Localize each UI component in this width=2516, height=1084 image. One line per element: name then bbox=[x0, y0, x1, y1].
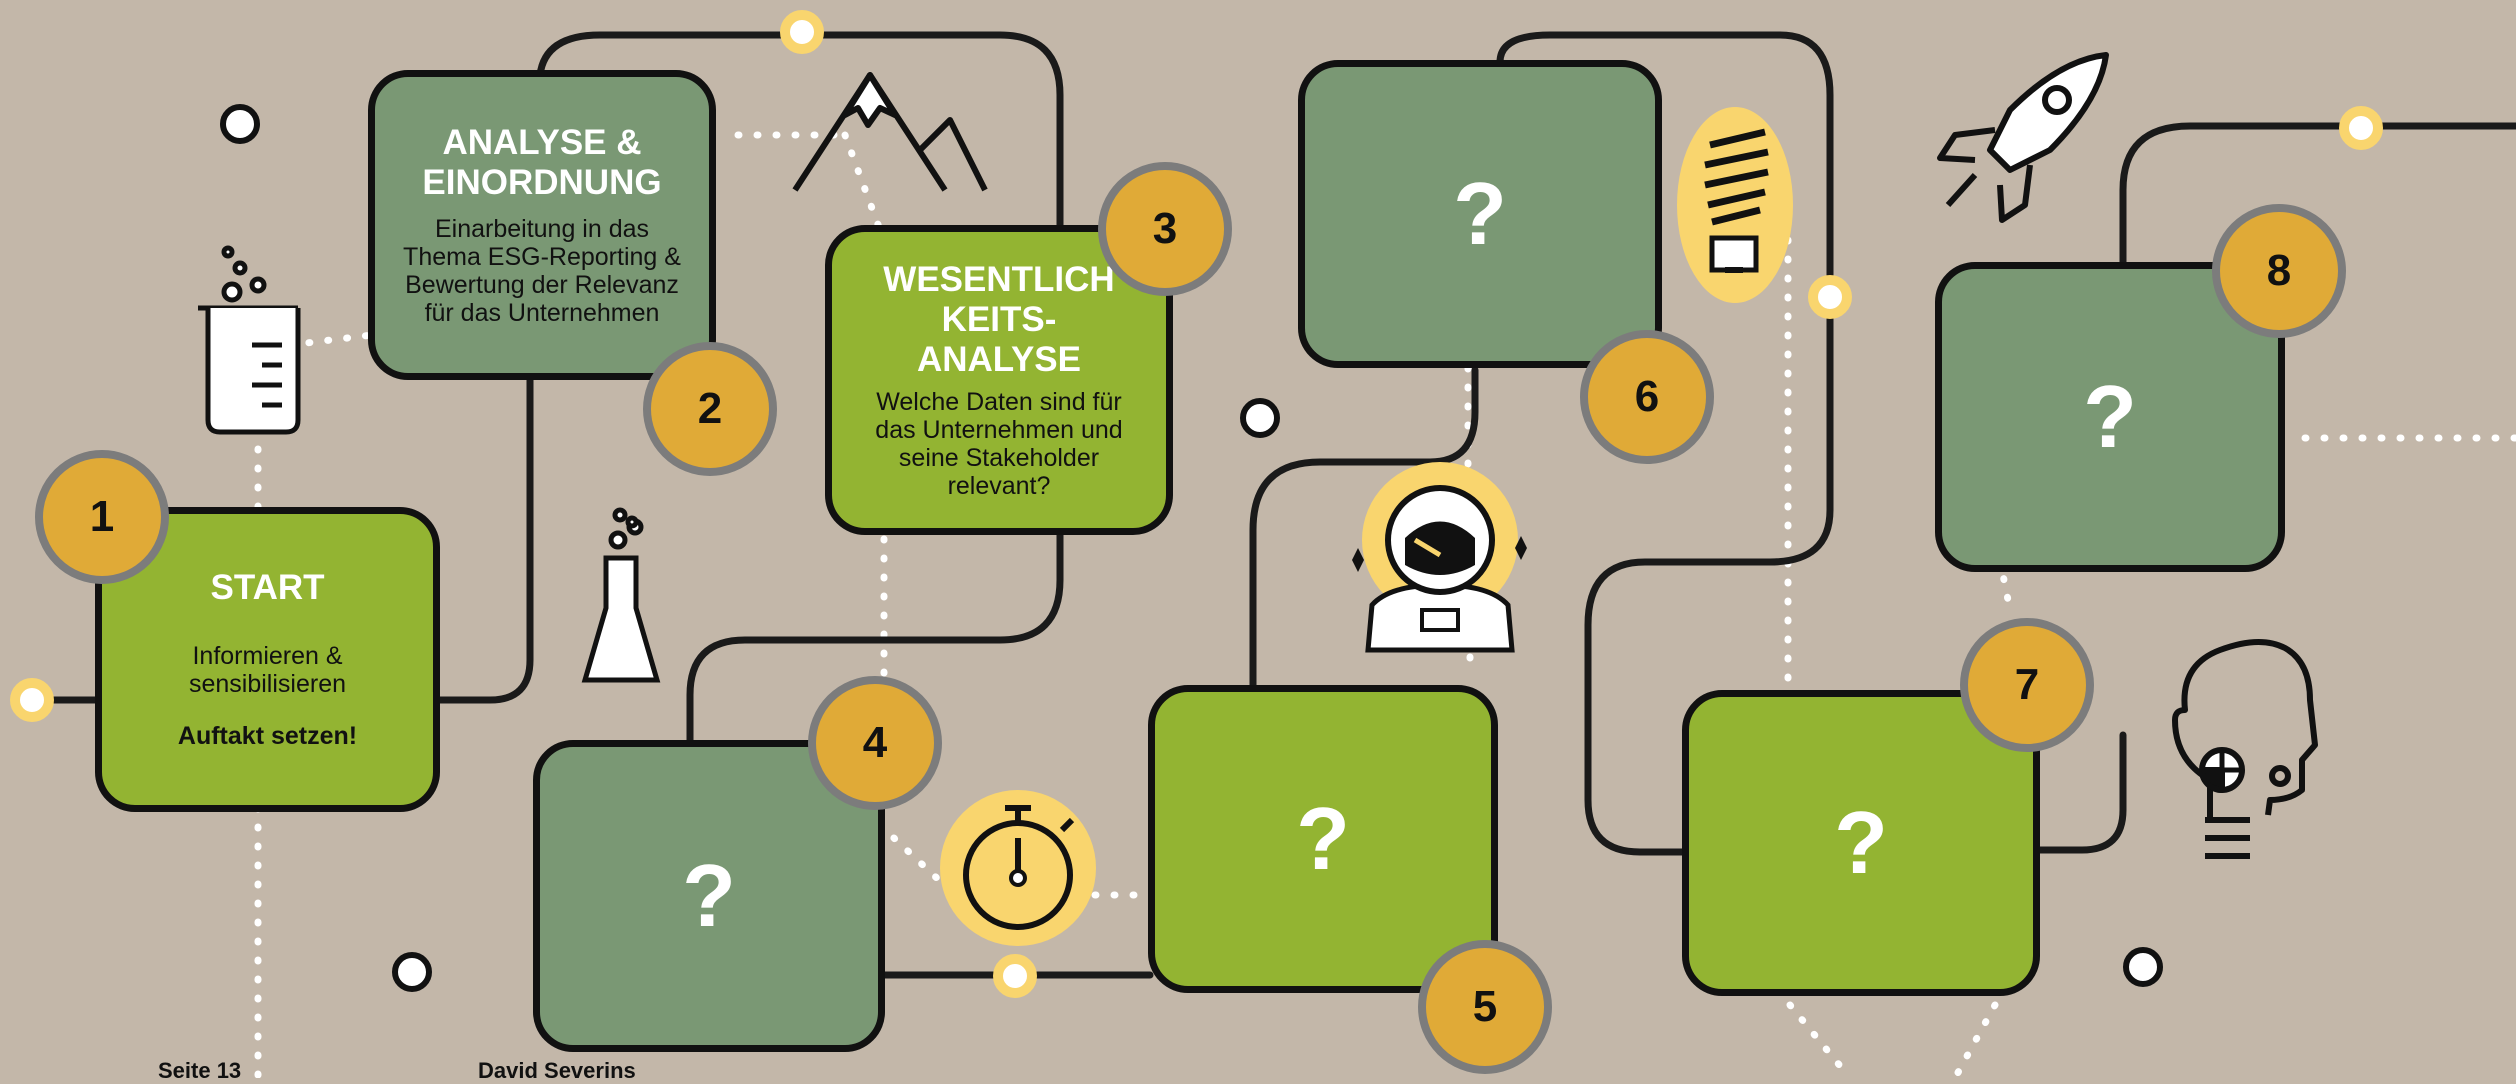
step-1-title: START bbox=[210, 568, 325, 607]
step-3-badge: 3 bbox=[1098, 162, 1232, 296]
step-3-title: WESENTLICH KEITS- ANALYSE bbox=[883, 260, 1115, 379]
step-7-title: ? bbox=[1834, 793, 1888, 892]
step-2-description: Einarbeitung in das Thema ESG-Reporting … bbox=[403, 215, 681, 327]
step-5-badge: 5 bbox=[1418, 940, 1552, 1074]
page-number: Seite 13 bbox=[158, 1058, 242, 1083]
step-4-card[interactable]: ? bbox=[533, 740, 885, 1052]
rocket-icon bbox=[1937, 52, 2109, 223]
step-2-card[interactable]: ANALYSE & EINORDNUNG Einarbeitung in das… bbox=[368, 70, 716, 380]
step-3-description: Welche Daten sind für das Unternehmen un… bbox=[875, 388, 1123, 500]
lightbulb-icon bbox=[1677, 107, 1793, 303]
step-5-title: ? bbox=[1296, 789, 1350, 888]
step-6-badge: 6 bbox=[1580, 330, 1714, 464]
step-1-card[interactable]: START Informieren & sensibilisieren Auft… bbox=[95, 507, 440, 812]
dotted-connectors bbox=[254, 131, 2516, 1078]
mountain-icon bbox=[792, 72, 988, 192]
step-8-title: ? bbox=[2083, 367, 2137, 466]
step-7-badge: 7 bbox=[1960, 618, 2094, 752]
head-brain-icon bbox=[2172, 638, 2318, 859]
step-2-badge: 2 bbox=[643, 342, 777, 476]
stopwatch-icon bbox=[940, 790, 1096, 946]
step-5-card[interactable]: ? bbox=[1148, 685, 1498, 993]
step-8-badge: 8 bbox=[2212, 204, 2346, 338]
step-7-card[interactable]: ? bbox=[1682, 690, 2040, 996]
step-4-title: ? bbox=[682, 846, 736, 945]
step-4-badge: 4 bbox=[808, 676, 942, 810]
flask-icon bbox=[581, 507, 661, 683]
step-1-badge: 1 bbox=[35, 450, 169, 584]
path-dots bbox=[220, 104, 2163, 992]
step-1-description: Informieren & sensibilisieren bbox=[188, 642, 347, 698]
step-3-card[interactable]: WESENTLICH KEITS- ANALYSE Welche Daten s… bbox=[825, 225, 1173, 535]
step-1-callout: Auftakt setzen! bbox=[177, 722, 358, 750]
path-lines bbox=[31, 31, 2516, 979]
step-2-title: ANALYSE & EINORDNUNG bbox=[422, 123, 662, 202]
astronaut-icon bbox=[1352, 462, 1527, 653]
yellow-path-dots bbox=[10, 10, 2383, 998]
author-name: David Severins bbox=[478, 1058, 636, 1083]
step-6-card[interactable]: ? bbox=[1298, 60, 1662, 368]
step-6-title: ? bbox=[1453, 164, 1507, 263]
beaker-icon bbox=[198, 245, 301, 435]
